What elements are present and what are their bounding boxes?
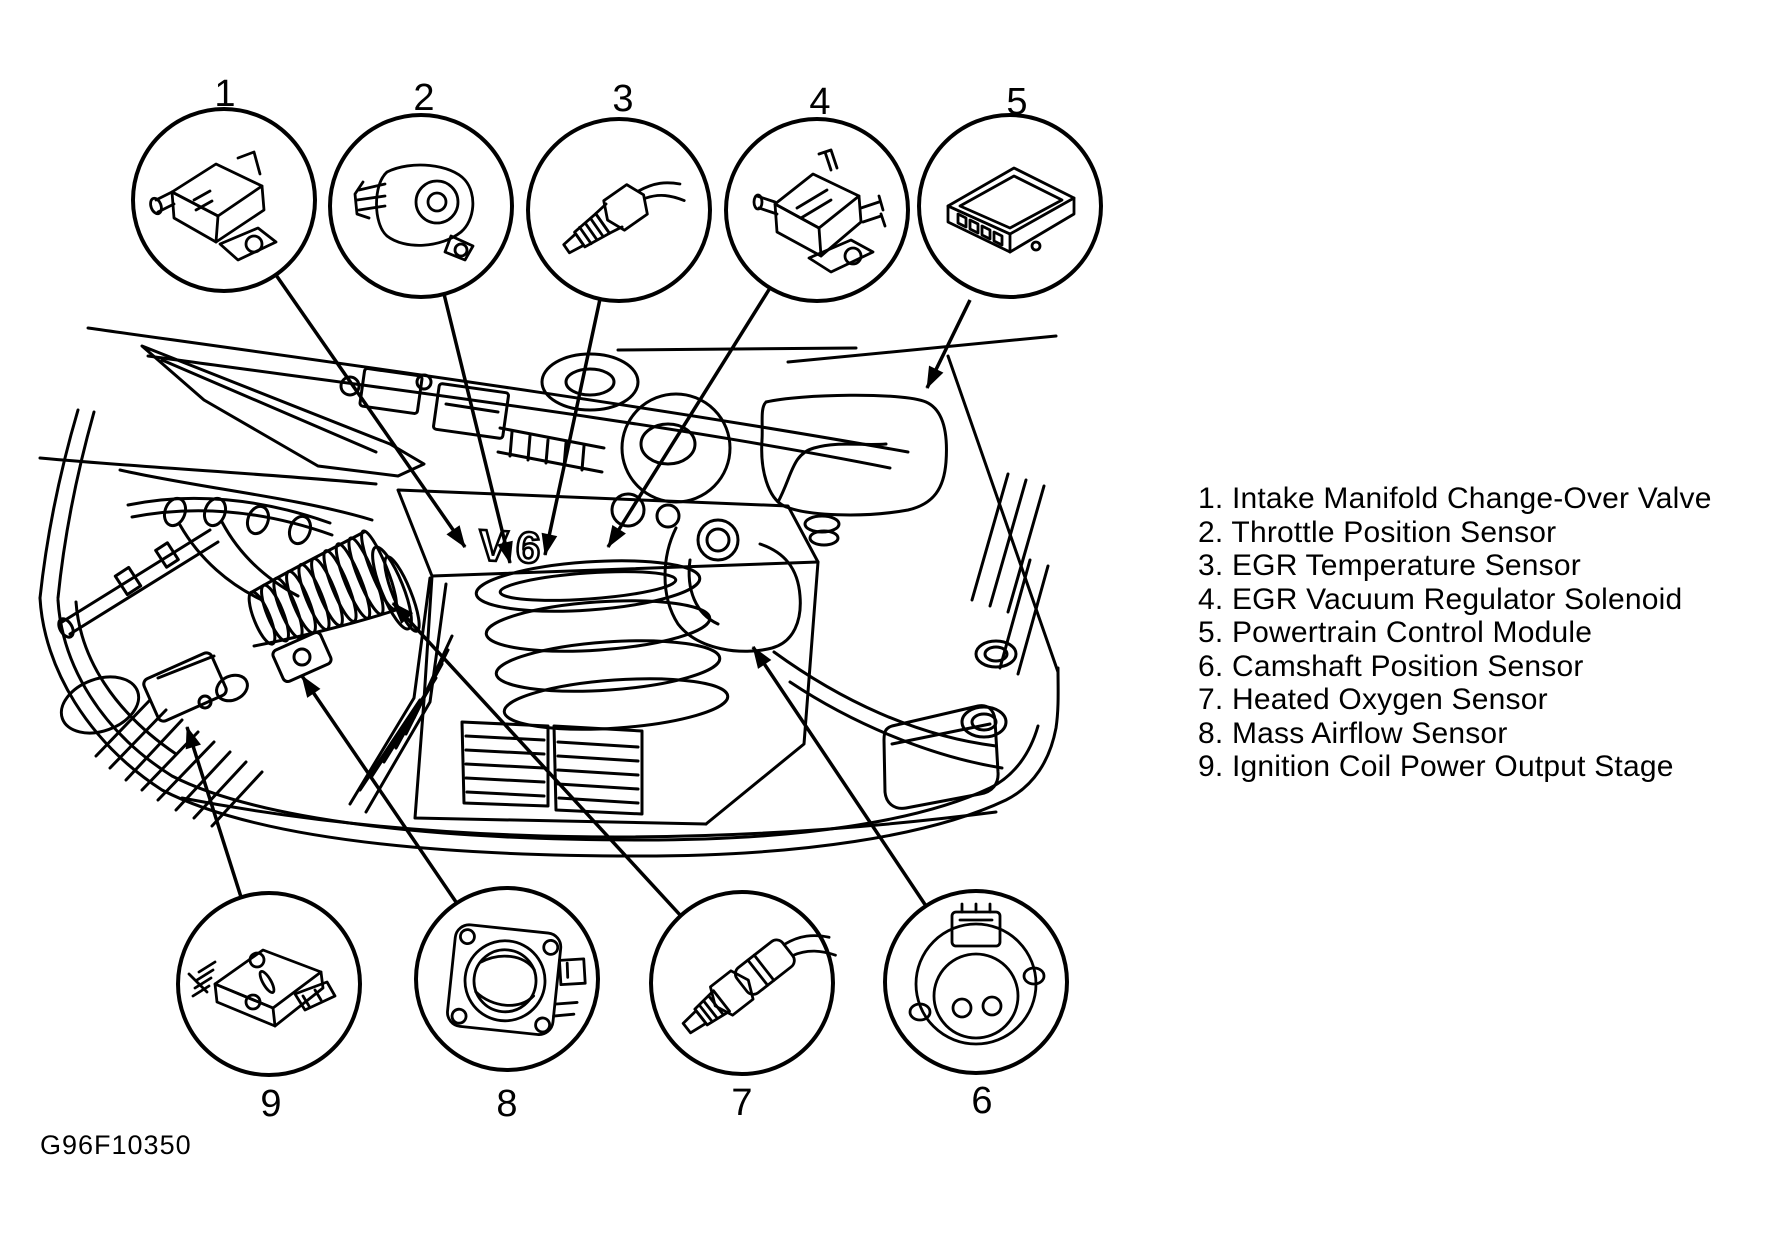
legend: 1. Intake Manifold Change-Over Valve 2. … (1198, 482, 1712, 784)
legend-item: 8. Mass Airflow Sensor (1198, 716, 1508, 750)
leader-9 (185, 726, 243, 898)
pcm-cover (760, 393, 948, 547)
egr-temperature-sensor-icon (562, 181, 686, 255)
callout-4: 4 (724, 81, 910, 303)
leader-3 (541, 298, 602, 556)
egr-vacuum-regulator-solenoid-icon (752, 148, 887, 274)
callout-5: 5 (917, 81, 1103, 299)
leader-lines (185, 274, 972, 918)
leader-6 (751, 646, 928, 907)
intake-duct-corrugated (247, 529, 421, 648)
legend-item: 3. EGR Temperature Sensor (1198, 549, 1581, 582)
legend-item: 7. Heated Oxygen Sensor (1198, 683, 1548, 716)
wiper-arm (140, 344, 426, 478)
leader-4 (606, 287, 772, 548)
callout-1: 1 (131, 73, 317, 293)
legend-item: 9. Ignition Coil Power Output Stage (1198, 750, 1674, 783)
fender-bumper-outline (38, 408, 1060, 858)
callout-9: 9 (176, 891, 362, 1125)
engine-side-panel-hatching (348, 576, 454, 814)
mass-airflow-housing (271, 630, 333, 684)
coolant-reservoir (663, 518, 802, 653)
leader-8 (300, 675, 458, 903)
intake-manifold-change-over-valve-icon (149, 150, 278, 262)
right-side-components (882, 639, 1018, 810)
legend-item: 2. Throttle Position Sensor (1198, 515, 1557, 549)
mass-airflow-sensor-icon (446, 923, 587, 1036)
legend-item: 1. Intake Manifold Change-Over Valve (1198, 482, 1712, 515)
louver-vents (460, 720, 644, 816)
callout-3: 3 (526, 78, 712, 303)
callout-2: 2 (328, 77, 514, 299)
callout-7: 7 (649, 890, 837, 1124)
powertrain-control-module-icon (946, 166, 1076, 254)
callout-7-number: 7 (731, 1082, 752, 1124)
intake-runner-ovals (474, 559, 730, 731)
legend-item: 6. Camshaft Position Sensor (1198, 649, 1584, 683)
leader-5 (925, 299, 972, 389)
cowl-lines (38, 326, 1060, 674)
callout-9-number: 9 (260, 1083, 281, 1125)
callout-6: 6 (883, 889, 1069, 1122)
callout-6-number: 6 (971, 1080, 992, 1122)
legend-item: 4. EGR Vacuum Regulator Solenoid (1198, 582, 1683, 616)
callout-5-number: 5 (1006, 81, 1027, 123)
callout-8: 8 (414, 886, 600, 1125)
callout-1-number: 1 (214, 73, 235, 115)
heated-oxygen-sensor-icon (681, 934, 837, 1035)
strut-tower-dome (540, 352, 640, 412)
leader-2 (442, 293, 513, 564)
heater-hoses (772, 650, 1004, 770)
callout-4-number: 4 (809, 81, 830, 123)
callout-2-number: 2 (413, 77, 434, 119)
engine-cover (396, 488, 820, 826)
callout-3-number: 3 (612, 78, 633, 120)
throttle-position-sensor-icon (353, 163, 475, 262)
leader-1 (274, 274, 467, 548)
brake-booster (620, 392, 732, 504)
fender-hatching (94, 698, 264, 828)
inner-fender-hatching (970, 472, 1050, 676)
engine-badge-v6: V6 (477, 521, 549, 574)
ignition-coil-power-output-stage-icon (187, 948, 337, 1028)
figure-code: G96F10350 (40, 1130, 192, 1160)
legend-item: 5. Powertrain Control Module (1198, 616, 1593, 649)
firewall-ticks (496, 426, 606, 474)
callout-8-number: 8 (496, 1083, 517, 1125)
engine-bay-illustration: V6 (38, 326, 1060, 858)
camshaft-position-sensor-icon (908, 902, 1046, 1046)
ignition-coil-cluster (57, 468, 374, 723)
leader-7 (391, 601, 683, 918)
